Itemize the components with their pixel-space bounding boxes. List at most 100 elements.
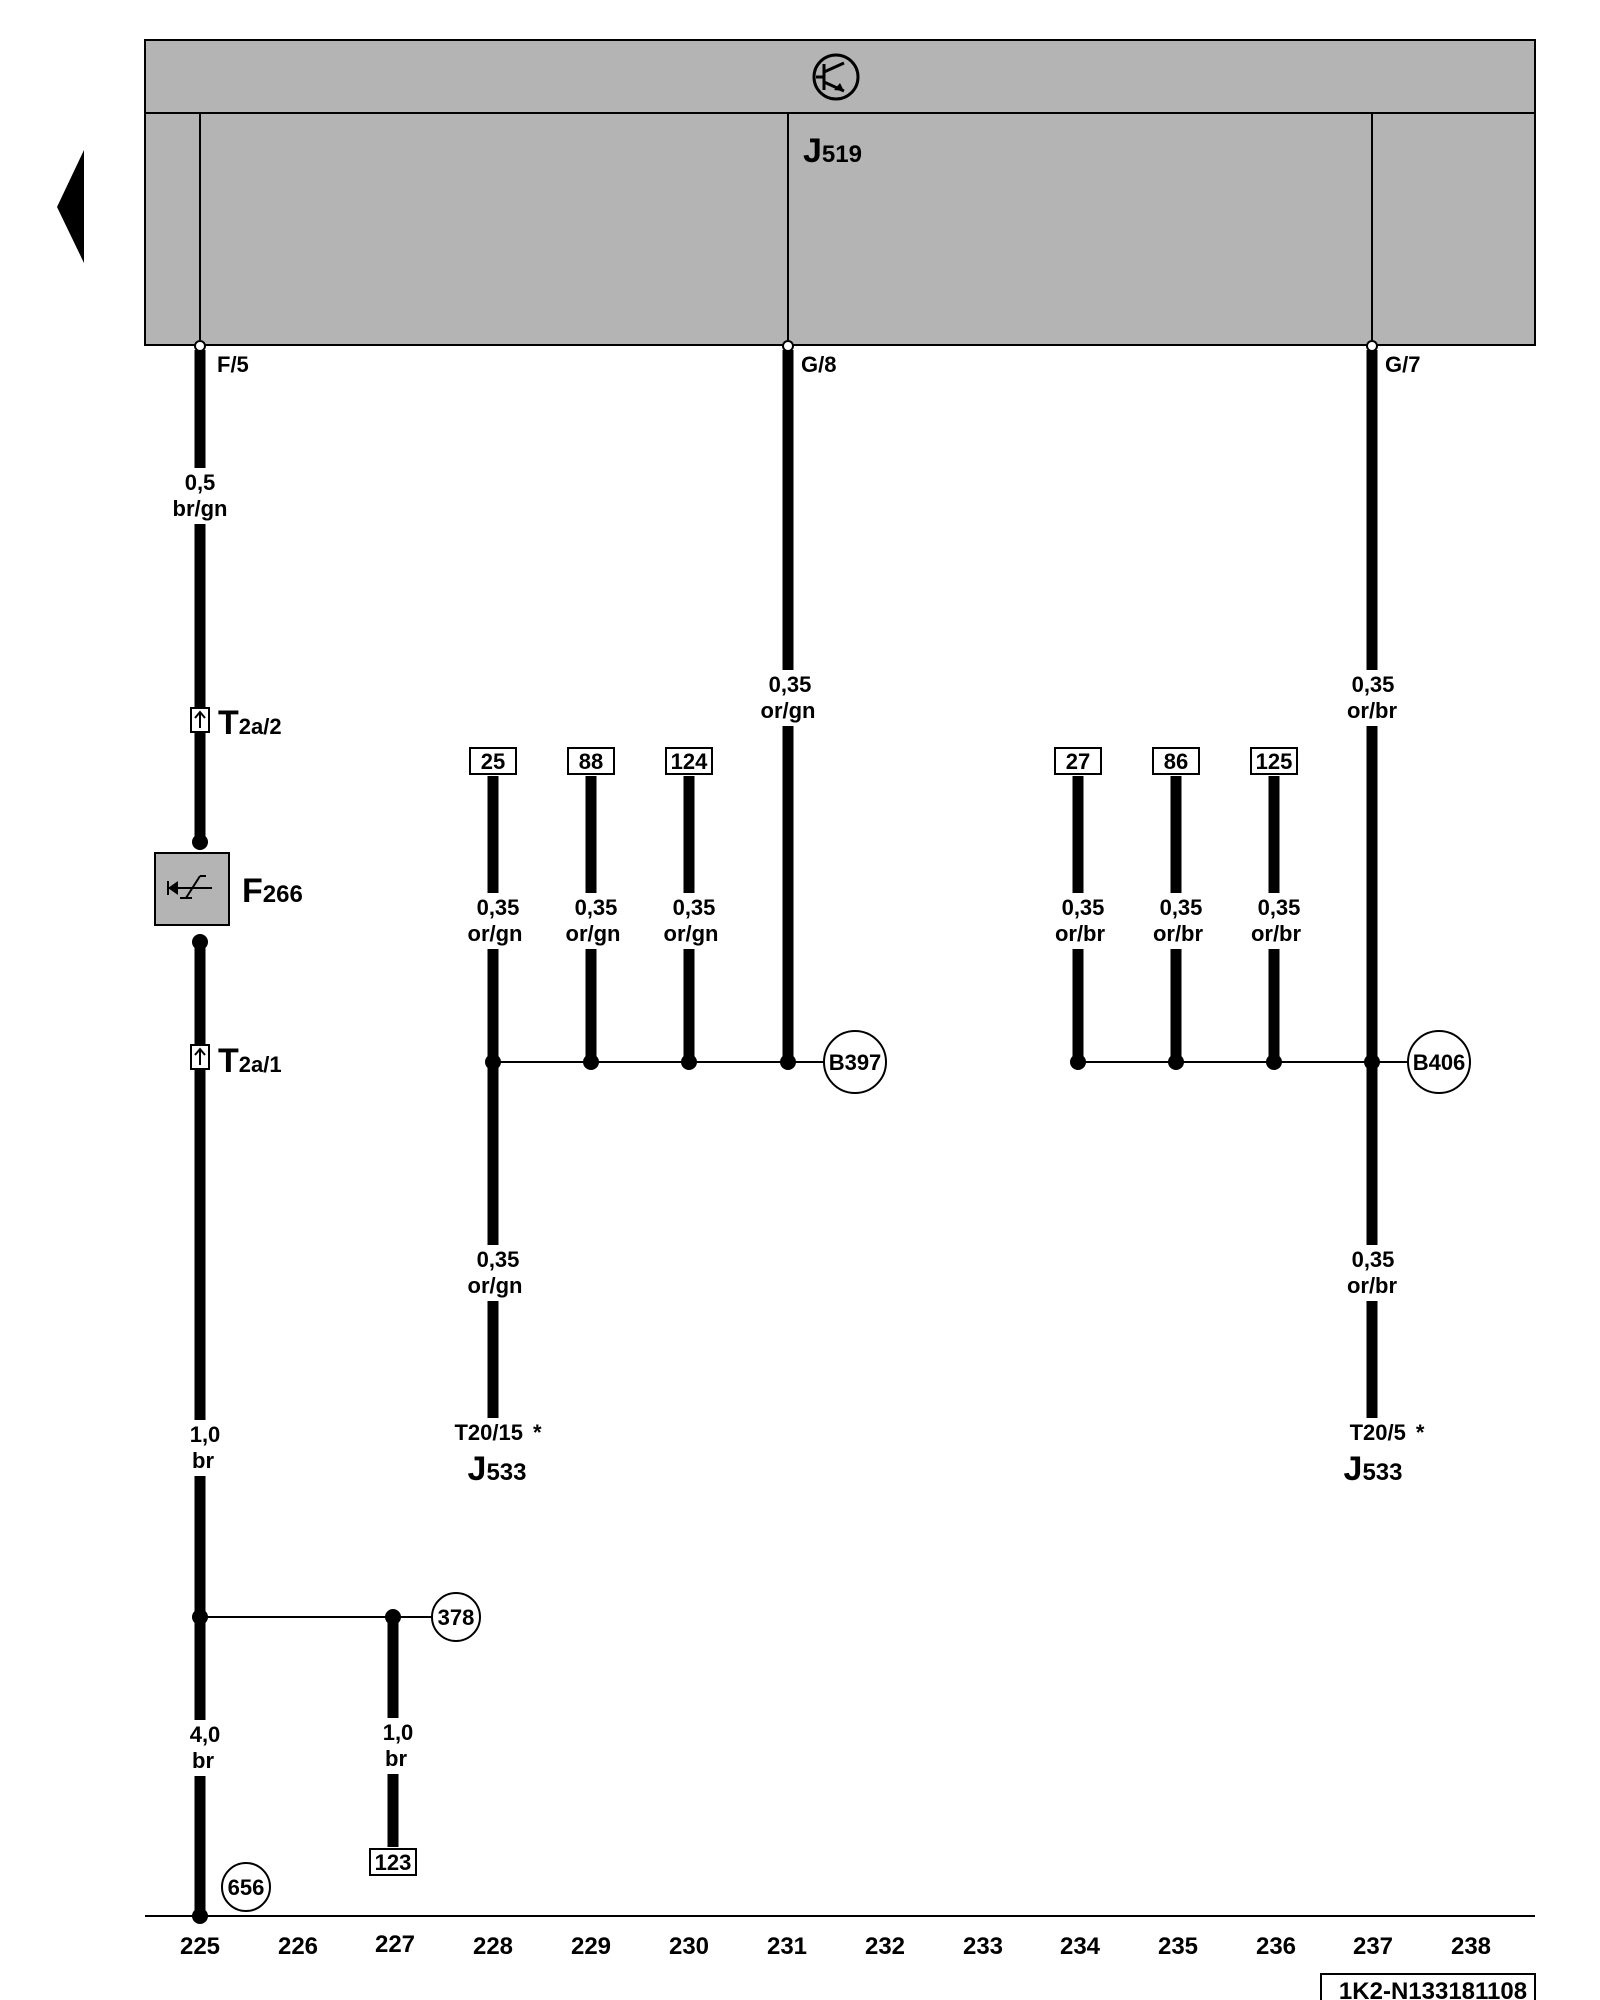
- terminal-j533-right: T20/5* J533: [1344, 1420, 1425, 1488]
- wire-label: 0,35 or/br: [1046, 893, 1110, 949]
- track-number: 231: [767, 1933, 807, 1960]
- wire-label: 0,35 or/gn: [461, 1245, 525, 1301]
- svg-text:T2a/2: T2a/2: [218, 704, 282, 742]
- svg-text:br/gn: br/gn: [173, 496, 228, 521]
- wire-label: 0,5 br/gn: [168, 468, 232, 524]
- wire-label: 4,0 br: [172, 1720, 228, 1776]
- svg-text:B397: B397: [829, 1050, 882, 1075]
- svg-text:0,35: 0,35: [477, 895, 520, 920]
- connector-t2a-2: T2a/2: [190, 704, 282, 742]
- track-number: 227: [375, 1931, 415, 1958]
- control-unit-name: J519: [803, 132, 862, 170]
- ground-point[interactable]: 378: [431, 1592, 481, 1642]
- svg-text:378: 378: [438, 1605, 475, 1630]
- wire-label: 0,35 or/gn: [461, 893, 525, 949]
- wire-label: 0,35 or/br: [1340, 670, 1404, 726]
- svg-text:T2a/1: T2a/1: [218, 1042, 282, 1080]
- svg-text:86: 86: [1164, 749, 1188, 774]
- track-number: 225: [180, 1933, 220, 1960]
- pin-label: G/8: [801, 352, 836, 377]
- svg-text:0,35: 0,35: [673, 895, 716, 920]
- diagram-code: 1K2-N133181108: [1320, 1973, 1536, 2000]
- svg-text:656: 656: [228, 1875, 265, 1900]
- connector-t2a-1: T2a/1: [190, 1042, 282, 1080]
- svg-text:or/br: or/br: [1055, 921, 1106, 946]
- svg-text:0,35: 0,35: [477, 1247, 520, 1272]
- pin-label: G/7: [1385, 352, 1420, 377]
- wire-label: 0,35 or/gn: [657, 893, 721, 949]
- track-number: 229: [571, 1933, 611, 1960]
- track-numbers: 225 226 227 228 229 230 231 232 233 234 …: [180, 1931, 1491, 1960]
- svg-text:T20/15*: T20/15*: [454, 1420, 542, 1445]
- track-number: 228: [473, 1933, 513, 1960]
- svg-text:125: 125: [1256, 749, 1293, 774]
- ground-point[interactable]: 656: [221, 1862, 271, 1912]
- svg-text:or/br: or/br: [1347, 1273, 1398, 1298]
- svg-text:br: br: [192, 1748, 214, 1773]
- terminal-j533-left: T20/15* J533: [454, 1420, 542, 1488]
- svg-text:J533: J533: [468, 1450, 527, 1488]
- svg-text:0,35: 0,35: [1258, 895, 1301, 920]
- track-number: 226: [278, 1933, 318, 1960]
- ref-box[interactable]: 124: [665, 747, 713, 775]
- svg-text:0,35: 0,35: [1160, 895, 1203, 920]
- wire-label: 0,35 or/gn: [756, 670, 820, 726]
- svg-text:or/gn: or/gn: [468, 921, 523, 946]
- svg-text:0,5: 0,5: [185, 470, 216, 495]
- wire-label: 0,35 or/br: [1242, 893, 1306, 949]
- svg-text:123: 123: [375, 1850, 412, 1875]
- ground-point[interactable]: B397: [788, 1030, 887, 1094]
- svg-text:0,35: 0,35: [1352, 672, 1395, 697]
- svg-text:or/br: or/br: [1251, 921, 1302, 946]
- track-number: 237: [1353, 1933, 1393, 1960]
- ref-box[interactable]: 86: [1152, 747, 1200, 775]
- pin-label: F/5: [217, 352, 249, 377]
- ref-box[interactable]: 125: [1250, 747, 1298, 775]
- track-number: 236: [1256, 1933, 1296, 1960]
- ref-box[interactable]: 123: [369, 1848, 417, 1876]
- svg-text:br: br: [192, 1448, 214, 1473]
- svg-text:br: br: [385, 1746, 407, 1771]
- svg-text:or/br: or/br: [1153, 921, 1204, 946]
- ground-point[interactable]: B406: [1372, 1030, 1471, 1094]
- svg-text:or/gn: or/gn: [761, 698, 816, 723]
- track-number: 235: [1158, 1933, 1198, 1960]
- ref-box[interactable]: 25: [469, 747, 517, 775]
- switch-f266: F266: [154, 852, 303, 926]
- svg-text:F266: F266: [242, 872, 303, 910]
- svg-text:4,0: 4,0: [190, 1722, 221, 1747]
- svg-text:or/br: or/br: [1347, 698, 1398, 723]
- svg-text:27: 27: [1066, 749, 1090, 774]
- wire-label: 1,0 br: [365, 1718, 421, 1774]
- track-number: 234: [1060, 1933, 1101, 1960]
- svg-text:B406: B406: [1413, 1050, 1466, 1075]
- wire-label: 0,35 or/br: [1340, 1245, 1404, 1301]
- svg-text:25: 25: [481, 749, 505, 774]
- track-number: 233: [963, 1933, 1003, 1960]
- track-number: 230: [669, 1933, 709, 1960]
- svg-text:or/gn: or/gn: [468, 1273, 523, 1298]
- ref-box[interactable]: 27: [1054, 747, 1102, 775]
- back-arrow-icon[interactable]: [57, 150, 84, 263]
- wire-label: 0,35 or/gn: [559, 893, 623, 949]
- transistor-icon: [812, 53, 860, 101]
- track-number: 232: [865, 1933, 905, 1960]
- svg-text:0,35: 0,35: [769, 672, 812, 697]
- control-unit-j519: J519: [144, 39, 1536, 352]
- track-number: 238: [1451, 1933, 1491, 1960]
- svg-text:or/gn: or/gn: [566, 921, 621, 946]
- svg-text:or/gn: or/gn: [664, 921, 719, 946]
- svg-text:T20/5*: T20/5*: [1350, 1420, 1425, 1445]
- svg-text:1,0: 1,0: [383, 1720, 414, 1745]
- svg-text:124: 124: [671, 749, 708, 774]
- svg-text:88: 88: [579, 749, 603, 774]
- svg-text:0,35: 0,35: [1352, 1247, 1395, 1272]
- ref-box[interactable]: 88: [567, 747, 615, 775]
- svg-text:0,35: 0,35: [575, 895, 618, 920]
- svg-text:0,35: 0,35: [1062, 895, 1105, 920]
- switch-icon: [167, 875, 212, 899]
- wire-label: 0,35 or/br: [1144, 893, 1208, 949]
- wire-label: 1,0 br: [172, 1420, 228, 1476]
- svg-text:1,0: 1,0: [190, 1422, 221, 1447]
